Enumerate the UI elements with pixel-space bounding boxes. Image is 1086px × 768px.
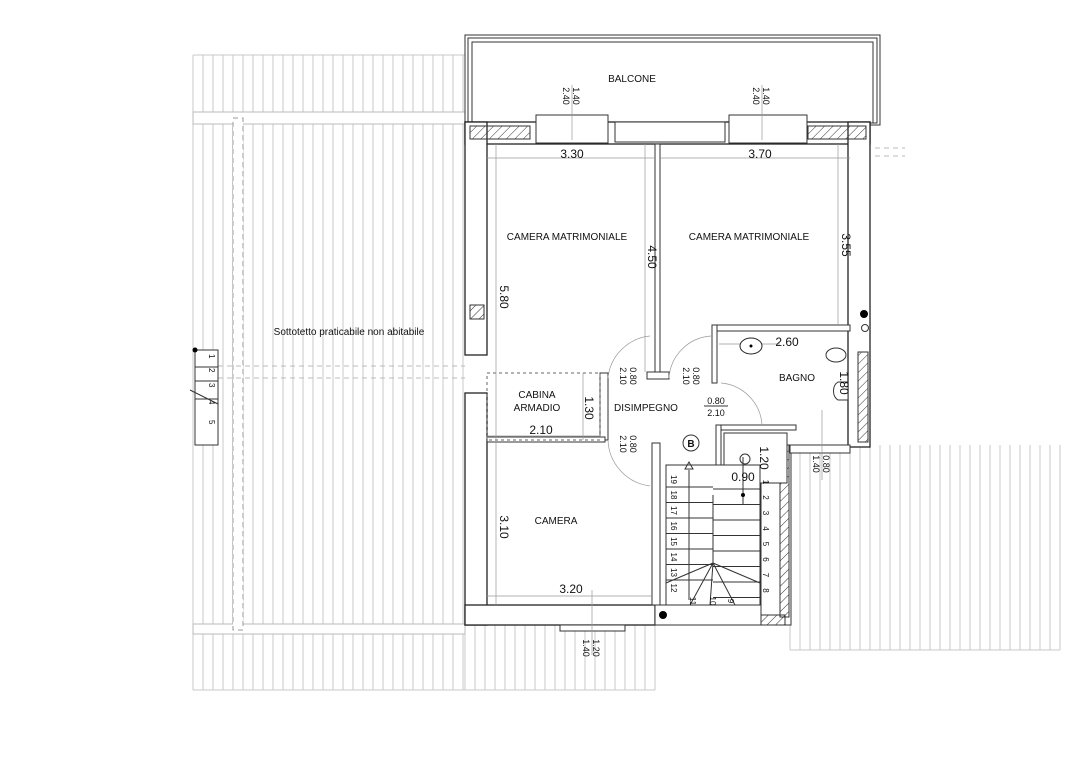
stair-step-number: 19 [669,475,678,484]
stair-step-number: 9 [726,599,735,604]
win-bagno-height: 1.40 [811,455,821,473]
win2-height: 2.40 [751,87,761,105]
dim-w-bagno: 2.60 [775,335,799,349]
stair-step-number: 14 [669,553,678,562]
label-camera-matrimoniale-1: CAMERA MATRIMONIALE [507,232,628,243]
opening-labels: 1.40 2.40 1.40 2.40 0.80 2.10 0.80 2.10 … [561,87,831,657]
win1-height: 2.40 [561,87,571,105]
stair-step-number: 1 [761,480,770,485]
dim-w-cabina: 2.10 [529,423,553,437]
door-camera-height: 2.10 [618,435,628,453]
stair-step-number: 2 [761,495,770,500]
dim-w-camera: 3.20 [559,582,583,596]
stair-step-number: 16 [669,522,678,531]
label-sottotetto: Sottotetto praticabile non abitabile [274,327,425,338]
left-stair-number: 2 [207,368,216,373]
label-armadio: ARMADIO [514,403,561,414]
room-labels: BALCONE CAMERA MATRIMONIALE CAMERA MATRI… [274,74,816,527]
stair-step-number: 8 [761,588,770,593]
stair-step-number: 3 [761,511,770,516]
door1-height: 2.10 [618,367,628,385]
door2-width: 0.80 [691,367,701,385]
dimension-labels: 3.30 3.70 3.55 4.50 5.80 2.60 1.80 1.30 … [497,147,853,596]
stair-step-number: 6 [761,557,770,562]
stair-step-number: 15 [669,537,678,546]
dim-h-cam2: 3.55 [839,233,853,257]
win1-width: 1.40 [571,87,581,105]
left-stair: 1 2 3 4 5 [189,347,219,446]
door2-height: 2.10 [681,367,691,385]
win-camera-width: 1.20 [591,639,601,657]
door1-width: 0.80 [628,367,638,385]
stair-step-number: 18 [669,491,678,500]
win2-width: 1.40 [761,87,771,105]
left-stair-number: 1 [207,354,216,359]
stair-marker-label: B [687,439,694,450]
attic-outline [192,111,905,635]
stair-step-number: 4 [761,526,770,531]
label-bagno: BAGNO [779,373,815,384]
left-stair-number: 3 [207,383,216,388]
stair-step-number: 5 [761,542,770,547]
label-disimpegno: DISIMPEGNO [614,403,678,414]
dim-w-cam2: 3.70 [748,147,772,161]
win-bagno-width: 0.80 [821,455,831,473]
dim-shower-h: 1.20 [757,446,771,470]
doors [607,335,763,487]
dim-h-cam1: 5.80 [497,285,511,309]
stair-step-number: 10 [708,597,717,606]
stair-step-number: 7 [761,573,770,578]
stair-marker: B [682,434,700,452]
dim-shower-w: 0.90 [731,470,755,484]
label-camera-matrimoniale-2: CAMERA MATRIMONIALE [689,232,810,243]
balcony [464,34,881,126]
dim-h-bagno: 1.80 [837,371,851,395]
left-stair-number: 4 [207,400,216,405]
label-camera: CAMERA [535,516,578,527]
win-camera-height: 1.40 [581,639,591,657]
stair-step-number: 13 [669,568,678,577]
stair-step-number: 11 [688,597,697,606]
dim-h-camera: 3.10 [497,515,511,539]
dim-h-cabina: 1.30 [582,396,596,420]
left-stair-number: 5 [207,420,216,425]
door-bagno-width: 0.80 [707,396,725,406]
label-cabina: CABINA [518,390,556,401]
stair-step-number: 12 [669,584,678,593]
stair-step-number: 17 [669,506,678,515]
door-camera-width: 0.80 [628,435,638,453]
door-bagno-height: 2.10 [707,408,725,418]
label-balcone: BALCONE [608,74,656,85]
dim-w-cam1: 3.30 [560,147,584,161]
dim-h-cam1-inner: 4.50 [645,245,659,269]
